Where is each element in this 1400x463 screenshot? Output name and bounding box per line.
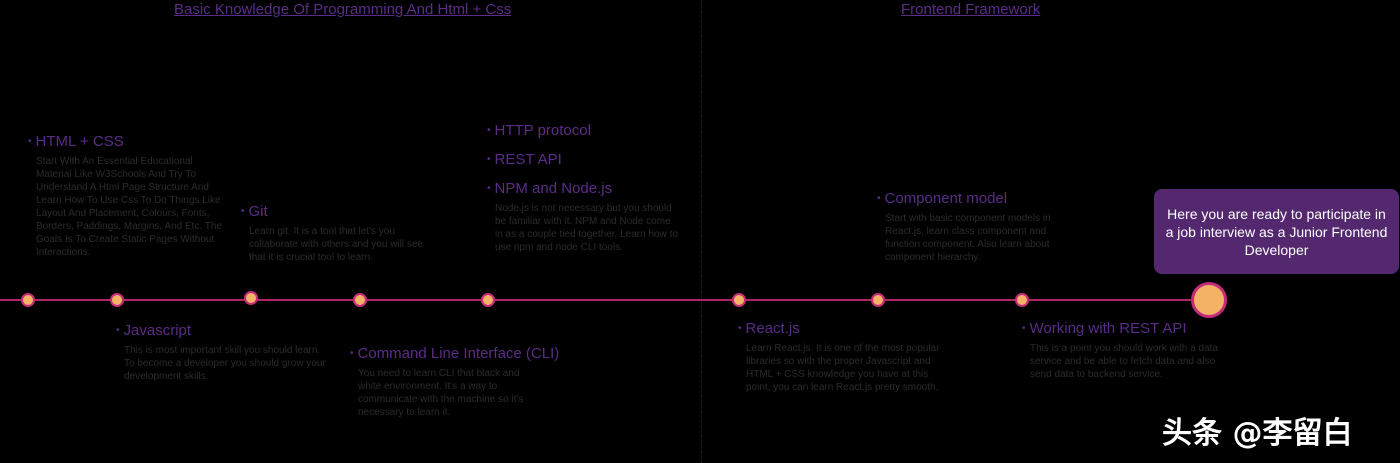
topic-desc: Learn React.js. It is one of the most po…	[746, 343, 940, 393]
bullet-icon: •	[738, 323, 742, 334]
bullet-icon: •	[116, 325, 120, 336]
topic-title: Git	[248, 203, 268, 220]
bullet-icon: •	[241, 206, 245, 217]
topic-http: •HTTP protocol	[487, 122, 687, 140]
timeline-dot	[110, 293, 124, 307]
timeline-dot	[353, 293, 367, 307]
bullet-icon: •	[487, 125, 491, 136]
timeline-dot	[871, 293, 885, 307]
topic-title: Command Line Interface (CLI)	[357, 345, 560, 362]
timeline-dot	[732, 293, 746, 307]
topic-title: Working with REST API	[1029, 320, 1187, 337]
topic-desc: You need to learn CLI that black and whi…	[358, 368, 524, 418]
topic-desc: Node.js is not necessary but you should …	[495, 203, 678, 253]
topic-git: •Git Learn git. It is a tool that let's …	[241, 203, 431, 264]
section-title-basics: Basic Knowledge Of Programming And Html …	[174, 1, 512, 18]
timeline-end-dot	[1191, 282, 1227, 318]
bullet-icon: •	[1022, 323, 1026, 334]
topic-title: Javascript	[123, 322, 192, 339]
topic-working-rest: •Working with REST API This is a point y…	[1022, 320, 1227, 381]
topic-title: REST API	[494, 151, 562, 168]
topic-desc: Start with basic component models in Rea…	[885, 213, 1051, 263]
topic-rest-api: •REST API	[487, 151, 687, 169]
topic-desc: This is a point you should work with a d…	[1030, 343, 1218, 380]
bullet-icon: •	[487, 183, 491, 194]
timeline-dot	[1015, 293, 1029, 307]
topic-desc: Learn git. It is a tool that let's you c…	[249, 226, 423, 263]
topic-cli: •Command Line Interface (CLI) You need t…	[350, 345, 559, 419]
topic-desc: This is most important skill you should …	[124, 345, 326, 382]
topic-title: NPM and Node.js	[494, 180, 613, 197]
topic-title: HTTP protocol	[494, 122, 591, 139]
topic-html-css: •HTML + CSS Start With An Essential Educ…	[28, 133, 223, 259]
bullet-icon: •	[487, 154, 491, 165]
finish-box: Here you are ready to participate in a j…	[1154, 189, 1399, 274]
watermark: 头条 @李留白	[1162, 416, 1353, 451]
timeline-dot	[244, 291, 258, 305]
topic-component-model: •Component model Start with basic compon…	[877, 190, 1077, 264]
topic-title: Component model	[884, 190, 1008, 207]
bullet-icon: •	[350, 348, 354, 359]
topic-title: React.js	[745, 320, 800, 337]
timeline-dot	[21, 293, 35, 307]
timeline-dot	[481, 293, 495, 307]
section-divider	[701, 0, 702, 463]
section-title-framework: Frontend Framework	[901, 1, 1041, 18]
topic-title: HTML + CSS	[35, 133, 124, 150]
bullet-icon: •	[28, 136, 32, 147]
topic-desc: Start With An Essential Educational Mate…	[36, 156, 223, 258]
timeline-line	[0, 299, 1210, 301]
topic-javascript: •Javascript This is most important skill…	[116, 322, 326, 383]
bullet-icon: •	[877, 193, 881, 204]
topic-react: •React.js Learn React.js. It is one of t…	[738, 320, 943, 394]
topic-npm-node: •NPM and Node.js Node.js is not necessar…	[487, 180, 679, 254]
